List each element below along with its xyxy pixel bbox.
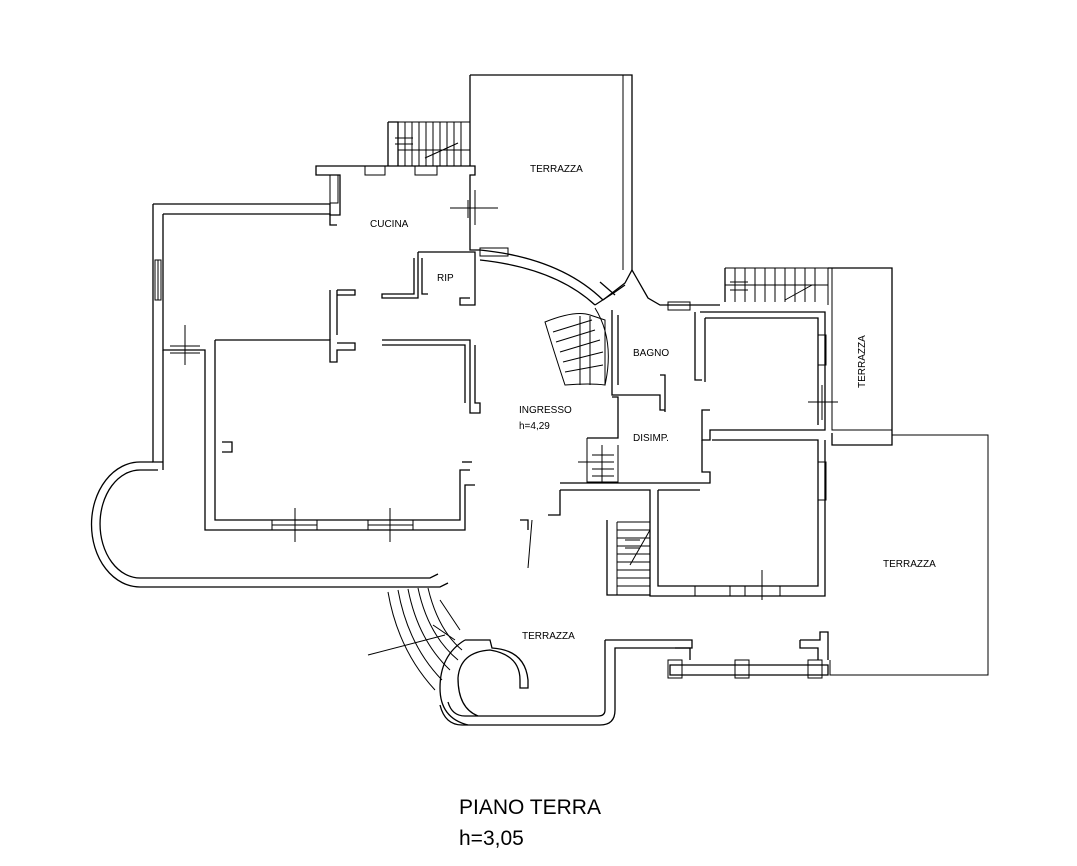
left-block-walls (152, 165, 481, 531)
label-bagno: BAGNO (633, 348, 669, 359)
curved-entry (479, 247, 720, 386)
top-terrace (387, 74, 633, 270)
label-terrazza-top: TERRAZZA (530, 164, 583, 175)
right-terrace (724, 267, 989, 676)
caption-title: PIANO TERRA (459, 796, 601, 819)
label-ingresso: INGRESSO (519, 405, 572, 416)
west-round-terrace (90, 461, 449, 588)
label-cucina: CUCINA (370, 219, 409, 230)
label-ingresso-height: h=4,29 (519, 421, 550, 432)
label-terrazza-right: TERRAZZA (857, 335, 868, 388)
label-terrazza-bottom: TERRAZZA (522, 631, 575, 642)
right-rooms (520, 301, 838, 600)
label-disimp: DISIMP. (633, 433, 669, 444)
label-rip: RIP (437, 273, 454, 284)
label-terrazza-bottom-right: TERRAZZA (883, 559, 936, 570)
left-block-windows (271, 165, 498, 542)
caption-height: h=3,05 (459, 827, 524, 850)
bottom-terrace (367, 587, 829, 726)
